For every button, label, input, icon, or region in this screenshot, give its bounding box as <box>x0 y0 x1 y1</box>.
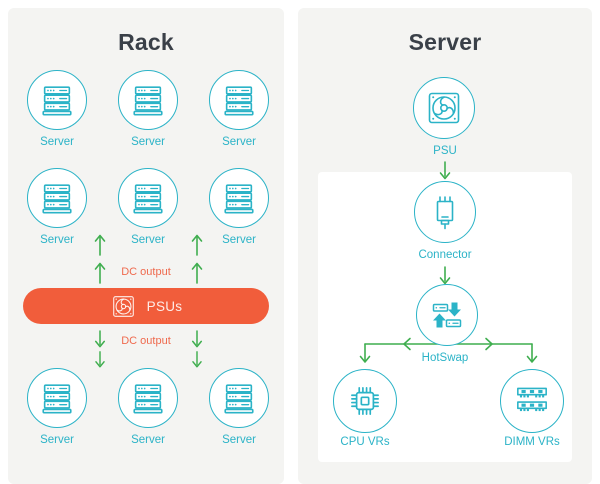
rack-panel-title: Rack <box>118 29 174 55</box>
rack-server-node: Server <box>112 70 184 148</box>
server-icon <box>220 81 258 119</box>
arrow-down-icon <box>94 351 106 369</box>
cpu-vrs-circle <box>333 369 397 433</box>
dimm-vrs-circle <box>500 369 564 433</box>
arrow-down-icon <box>191 351 203 369</box>
connector-circle <box>414 181 476 243</box>
server-node-label: Server <box>40 234 74 246</box>
server-circle <box>118 70 178 130</box>
psu-circle <box>413 77 475 139</box>
rack-server-node: Server <box>112 168 184 246</box>
server-node-label: Server <box>131 234 165 246</box>
dimm-icon <box>511 380 553 422</box>
server-icon <box>220 179 258 217</box>
arrow-up-icon <box>94 233 106 257</box>
server-circle <box>118 168 178 228</box>
rack-panel: Rack Server Server Server Server Server <box>8 8 284 484</box>
server-circle <box>27 168 87 228</box>
arrow-up-icon <box>191 233 203 257</box>
cpu-icon <box>344 380 386 422</box>
rack-server-node: Server <box>21 168 93 246</box>
server-node-label: Server <box>40 136 74 148</box>
rack-server-node: Server <box>112 368 184 446</box>
rack-server-node: Server <box>21 368 93 446</box>
server-icon <box>220 379 258 417</box>
connector-label: Connector <box>418 249 472 261</box>
server-panel-title: Server <box>408 29 482 55</box>
server-panel: Server PSU Connector HotSwap CPU VRs <box>298 8 592 484</box>
hotswap-circle <box>416 284 478 346</box>
rack-server-node: Server <box>21 70 93 148</box>
server-icon <box>38 179 76 217</box>
hotswap-icon <box>427 295 467 335</box>
server-icon <box>129 81 167 119</box>
rack-server-node: Server <box>203 168 275 246</box>
server-circle <box>118 368 178 428</box>
psu-fan-icon <box>424 88 464 128</box>
server-circle <box>209 368 269 428</box>
server-node-label: Server <box>222 434 256 446</box>
server-node-label: Server <box>222 136 256 148</box>
server-icon <box>129 179 167 217</box>
dc-output-label-bottom: DC output <box>121 335 171 347</box>
server-icon <box>38 379 76 417</box>
connector-icon <box>425 192 465 232</box>
cpu-vrs-label: CPU VRs <box>340 436 390 448</box>
server-icon <box>129 379 167 417</box>
dimm-vrs-label: DIMM VRs <box>504 436 560 448</box>
server-circle <box>27 70 87 130</box>
rack-server-node: Server <box>203 70 275 148</box>
server-circle <box>27 368 87 428</box>
server-flow-box: Connector HotSwap CPU VRs DIMM VRs <box>318 172 572 462</box>
server-circle <box>209 70 269 130</box>
server-node-label: Server <box>131 434 165 446</box>
psu-fan-icon <box>110 293 137 320</box>
psu-label: PSU <box>433 145 457 157</box>
server-icon <box>38 81 76 119</box>
psus-bar-label: PSUs <box>146 298 183 314</box>
server-circle <box>209 168 269 228</box>
server-node-label: Server <box>222 234 256 246</box>
rack-server-node: Server <box>203 368 275 446</box>
server-node-label: Server <box>131 136 165 148</box>
dc-output-label-top: DC output <box>121 266 171 278</box>
server-node-label: Server <box>40 434 74 446</box>
arrow-down-icon <box>439 158 451 184</box>
psus-bar: PSUs <box>23 288 269 324</box>
hotswap-label: HotSwap <box>421 352 469 364</box>
